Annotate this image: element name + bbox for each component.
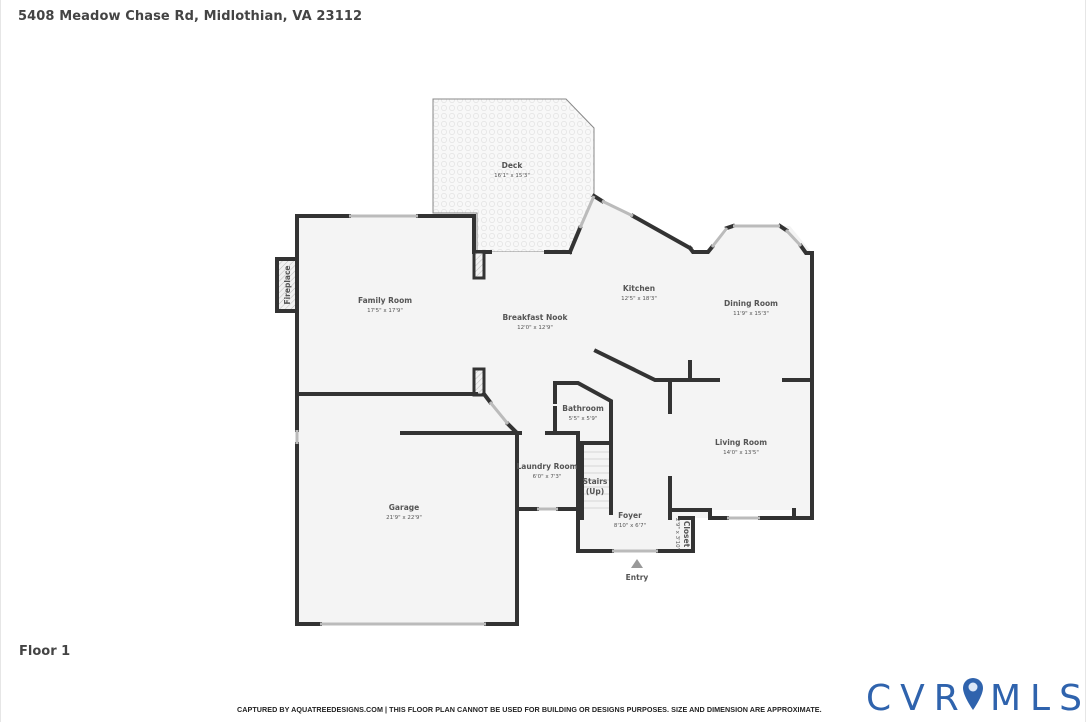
room-dim-deck: 16'1" x 15'3": [494, 173, 530, 179]
room-dim-closet: 2'9" x 3'10": [674, 518, 680, 550]
room-label-foyer: Foyer: [618, 511, 642, 520]
stairs-treads: [584, 451, 609, 509]
room-label-family-room: Family Room: [358, 296, 412, 305]
room-dim-dining-room: 11'9" x 15'3": [733, 311, 769, 317]
room-dim-breakfast-nook: 12'0" x 12'9": [517, 325, 553, 331]
room-label-living-room: Living Room: [715, 438, 767, 447]
room-label-closet: Closet: [682, 521, 691, 548]
room-dim-living-room: 14'0" x 13'5": [723, 450, 759, 456]
entry-label: Entry: [626, 573, 649, 582]
room-label-stairs: Stairs: [583, 477, 608, 486]
room-label-laundry-room: Laundry Room: [517, 462, 578, 471]
disclaimer-text: CAPTURED BY AQUATREEDESIGNS.COM | THIS F…: [237, 705, 822, 714]
map-pin-icon: [963, 678, 983, 710]
room-label-breakfast-nook: Breakfast Nook: [502, 313, 568, 322]
room-label-fireplace: Fireplace: [283, 265, 292, 304]
triangle-up-icon: [631, 559, 643, 568]
property-address: 5408 Meadow Chase Rd, Midlothian, VA 231…: [18, 9, 363, 24]
logo-text-right: MLS: [990, 678, 1086, 718]
room-dim-stairs: (Up): [586, 487, 604, 496]
room-dim-foyer: 8'10" x 6'7": [614, 523, 646, 529]
room-label-bathroom: Bathroom: [562, 404, 604, 413]
logo-text-left: CVR: [866, 678, 968, 718]
floor-label: Floor 1: [19, 644, 71, 659]
room-dim-garage: 21'9" x 22'9": [386, 515, 422, 521]
room-dim-kitchen: 12'5" x 18'3": [621, 296, 657, 302]
room-dim-bathroom: 5'5" x 5'9": [569, 416, 598, 422]
room-dim-laundry-room: 6'0" x 7'3": [533, 474, 562, 480]
cvrmls-logo: CVR MLS: [866, 678, 1086, 718]
room-dim-family-room: 17'5" x 17'9": [367, 308, 403, 314]
room-label-kitchen: Kitchen: [623, 284, 655, 293]
room-label-dining-room: Dining Room: [724, 299, 778, 308]
room-label-deck: Deck: [502, 161, 524, 170]
room-label-garage: Garage: [389, 503, 419, 512]
